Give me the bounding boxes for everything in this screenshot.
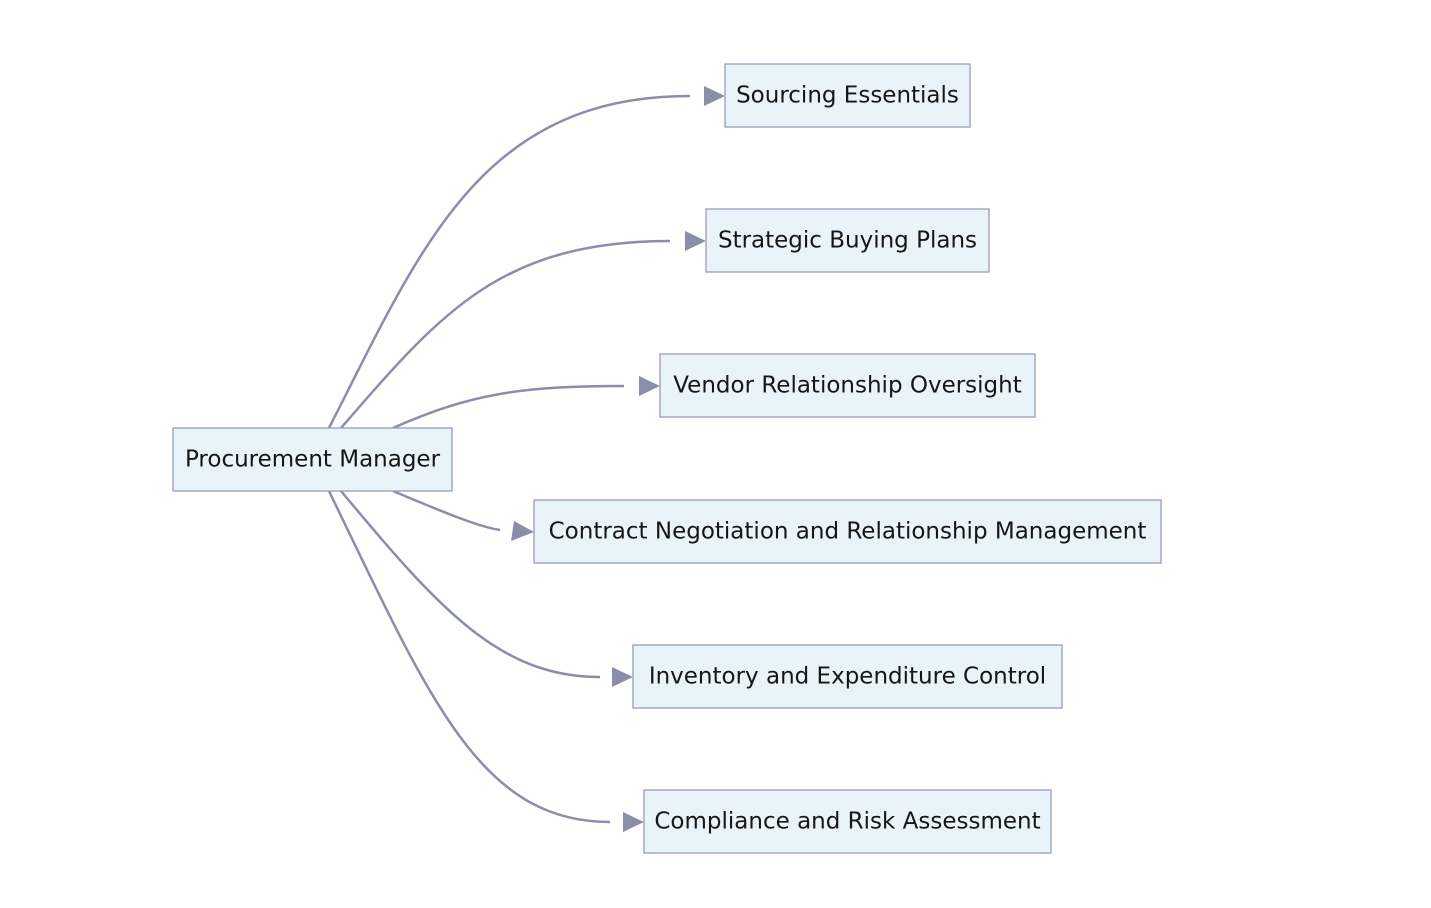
edge-to-strategic-buying-plans	[340, 239, 671, 429]
arrowhead-strategic-buying-plans	[685, 231, 706, 251]
node-label: Sourcing Essentials	[736, 83, 959, 109]
node-box	[724, 63, 971, 128]
node-box	[643, 789, 1052, 854]
node-label: Inventory and Expenditure Control	[649, 664, 1046, 690]
edge-to-inventory-expenditure-control	[340, 490, 601, 679]
node-box	[533, 499, 1162, 564]
edge-to-contract-negotiation	[392, 489, 501, 532]
node-contract-negotiation[interactable]: Contract Negotiation and Relationship Ma…	[533, 499, 1162, 564]
arrowhead-inventory-expenditure-control	[612, 667, 633, 687]
arrowhead-vendor-relationship-oversight	[639, 376, 660, 396]
node-label: Vendor Relationship Oversight	[673, 373, 1022, 399]
arrowhead-contract-negotiation	[511, 521, 534, 541]
node-inventory-expenditure-control[interactable]: Inventory and Expenditure Control	[632, 644, 1063, 709]
edges-layer	[327, 86, 725, 832]
edge-to-compliance-risk-assessment	[327, 490, 611, 824]
arrowhead-sourcing-essentials	[704, 86, 725, 106]
node-procurement-manager[interactable]: Procurement Manager	[172, 427, 453, 492]
node-box	[705, 208, 990, 273]
node-vendor-relationship-oversight[interactable]: Vendor Relationship Oversight	[659, 353, 1036, 418]
nodes-layer: Procurement Manager Sourcing Essentials …	[172, 63, 1162, 854]
node-compliance-risk-assessment[interactable]: Compliance and Risk Assessment	[643, 789, 1052, 854]
node-strategic-buying-plans[interactable]: Strategic Buying Plans	[705, 208, 990, 273]
edge-to-vendor-relationship-oversight	[392, 384, 625, 430]
node-label: Strategic Buying Plans	[718, 228, 977, 254]
node-label: Compliance and Risk Assessment	[654, 809, 1040, 835]
node-box	[172, 427, 453, 492]
node-sourcing-essentials[interactable]: Sourcing Essentials	[724, 63, 971, 128]
node-box	[659, 353, 1036, 418]
node-label: Contract Negotiation and Relationship Ma…	[549, 519, 1147, 545]
node-label: Procurement Manager	[185, 447, 441, 473]
node-box	[632, 644, 1063, 709]
edge-to-sourcing-essentials	[327, 94, 691, 429]
arrowhead-compliance-risk-assessment	[623, 812, 644, 832]
